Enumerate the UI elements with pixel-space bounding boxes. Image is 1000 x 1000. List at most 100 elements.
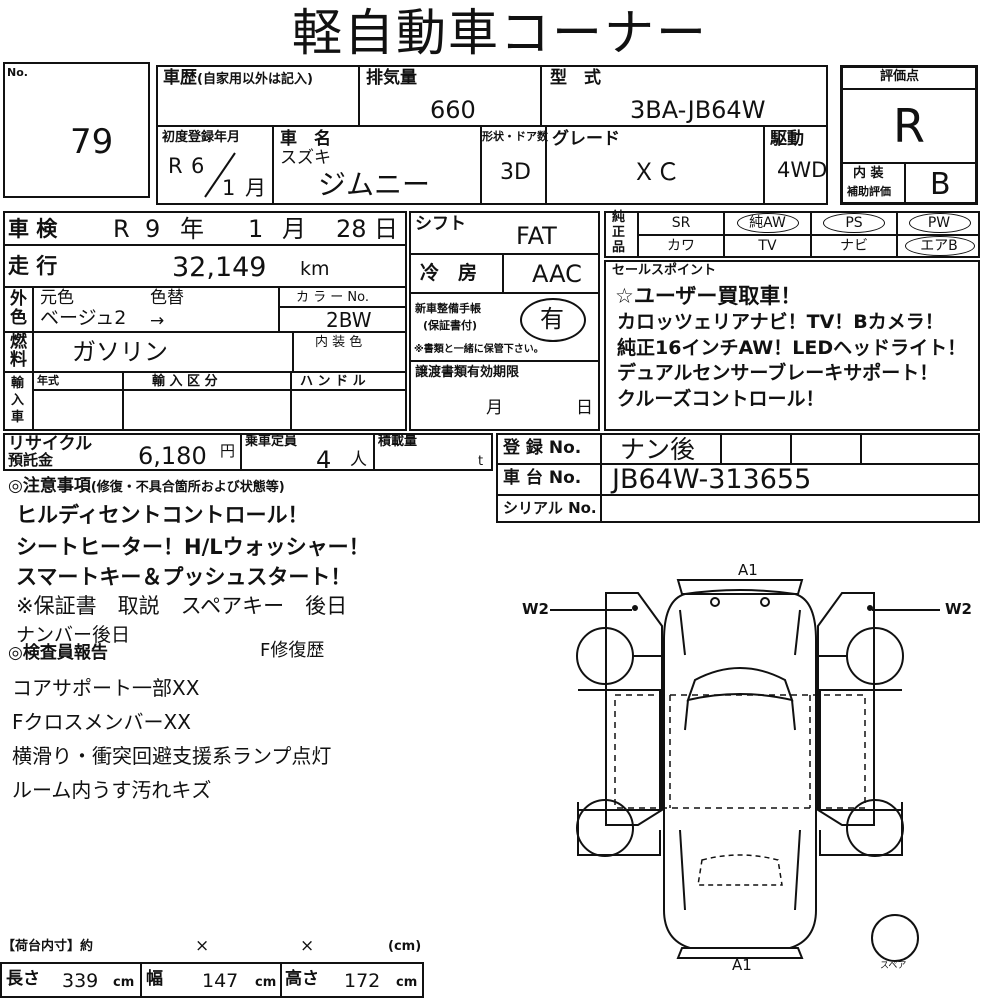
cargo-unit: (cm) xyxy=(388,939,422,954)
top-info-grid xyxy=(156,65,828,205)
load-label: 積載量 xyxy=(378,434,418,449)
color-orig: ベージュ2 xyxy=(40,307,127,329)
diagram-front-label: A1 xyxy=(738,561,758,579)
equip-navi: ナビ xyxy=(840,238,868,254)
import-class-label: 輸 入 区 分 xyxy=(152,374,218,389)
inspection-year: 9 xyxy=(145,215,161,243)
fuel-side-1: 燃 xyxy=(10,332,27,352)
equipment-side-2: 正 xyxy=(612,225,626,240)
equip-aw: 純AW xyxy=(749,215,786,231)
inspector-repair: F修復歴 xyxy=(260,640,325,661)
first-reg-month-unit: 月 xyxy=(245,176,266,200)
lot-label: No. xyxy=(7,66,28,79)
inspection-label: 車 検 xyxy=(8,217,58,241)
color-arrow: → xyxy=(150,311,165,331)
color-orig-label: 元色 xyxy=(40,288,74,308)
notes-label: ◎注意事項(修復・不具合箇所および状態等) xyxy=(8,476,285,496)
color-side-2: 色 xyxy=(10,308,27,328)
equip-ps-oval xyxy=(823,213,885,233)
capacity-value: 4 xyxy=(316,446,332,474)
equip-airbag-oval xyxy=(905,236,975,256)
import-handle-label: ハ ン ド ル xyxy=(300,374,366,389)
serial-label: シリアル No. xyxy=(503,499,597,517)
import-side-3: 車 xyxy=(11,410,25,425)
interior-label-1: 内 装 xyxy=(853,166,884,181)
mileage-label: 走 行 xyxy=(8,254,58,278)
specs-grid xyxy=(3,211,407,431)
cargo-height: 172 xyxy=(344,970,381,992)
equip-kawa: カワ xyxy=(667,238,695,254)
fuel-value: ガソリン xyxy=(72,338,168,366)
import-side-2: 入 xyxy=(11,393,25,408)
equip-pw: PW xyxy=(927,215,951,231)
interior-label-2: 補助評価 xyxy=(847,185,891,198)
body-label: 形状・ドア数 xyxy=(482,130,548,143)
displacement-label: 排気量 xyxy=(366,68,417,88)
registration-grid xyxy=(496,433,980,523)
model-value: 3BA-JB64W xyxy=(630,96,766,124)
recycle-unit: 円 xyxy=(220,442,236,460)
shift-label: シフト xyxy=(415,214,466,234)
lot-number: 79 xyxy=(70,122,114,162)
reg-value: ナン後 xyxy=(620,435,696,464)
cargo-length-label: 長さ xyxy=(6,969,40,989)
note-line: スマートキー＆プッシュスタート！ xyxy=(16,565,352,589)
ac-label: 冷 房 xyxy=(420,262,478,284)
equip-sr: SR xyxy=(671,215,691,231)
inspection-month: 1 xyxy=(248,215,264,243)
spare-label: スペア xyxy=(880,961,907,971)
model-label: 型 式 xyxy=(550,68,601,88)
first-reg-label: 初度登録年月 xyxy=(162,130,241,145)
history-label: 車歴(自家用以外は記入) xyxy=(163,68,313,88)
inspection-day: 28 xyxy=(336,215,367,243)
capacity-unit: 人 xyxy=(350,450,367,470)
cargo-cm: cm xyxy=(396,975,418,990)
grade-label: グレード xyxy=(552,129,620,149)
first-reg-month: 1 xyxy=(222,176,236,200)
shift-ac-grid xyxy=(409,211,600,431)
inspector-line: 横滑り・衝突回避支援系ランプ点灯 xyxy=(12,744,332,768)
warranty-label-1: 新車整備手帳 xyxy=(415,302,481,315)
import-side-1: 輸 xyxy=(11,376,25,391)
car-name-label: 車 名 xyxy=(280,129,331,149)
inspection-month-unit: 月 xyxy=(282,215,306,243)
sales-label: セールスポイント xyxy=(612,263,717,278)
rating-score: R xyxy=(893,99,925,153)
equip-tv: TV xyxy=(758,238,777,254)
recycle-label-2: 預託金 xyxy=(8,451,54,469)
note-line: ナンバー後日 xyxy=(16,624,131,646)
inspection-day-unit: 日 xyxy=(374,215,398,243)
diagram-left-label: W2 xyxy=(522,600,549,618)
displacement-value: 660 xyxy=(430,96,476,124)
inspector-line: FクロスメンバーXX xyxy=(12,710,191,734)
color-code-label: カ ラ ー No. xyxy=(296,290,369,305)
drive-value: 4WD xyxy=(777,158,828,182)
note-line: ヒルディセントコントロール！ xyxy=(16,503,309,527)
cargo-x1: × xyxy=(195,936,210,956)
equip-ps: PS xyxy=(845,215,863,231)
cargo-width-label: 幅 xyxy=(146,969,163,989)
inspector-label: ◎検査員報告 xyxy=(8,643,108,663)
sales-line: ☆ユーザー買取車！ xyxy=(615,284,802,308)
equipment-side-1: 純 xyxy=(612,210,626,225)
cargo-width: 147 xyxy=(202,970,239,992)
mileage-unit: km xyxy=(300,258,330,280)
warranty-note: ※書類と一緒に保管下さい。 xyxy=(414,344,544,355)
color-code: 2BW xyxy=(326,308,372,332)
car-name: ジムニー xyxy=(318,168,431,201)
capacity-label: 乗車定員 xyxy=(245,434,298,449)
body-value: 3D xyxy=(500,160,531,185)
equip-airbag: エアB xyxy=(920,238,958,254)
cargo-length: 339 xyxy=(62,970,99,992)
cargo-cm: cm xyxy=(255,975,277,990)
warranty-oval xyxy=(520,298,586,342)
cargo-cm: cm xyxy=(113,975,135,990)
inspection-era: R xyxy=(113,215,130,243)
equip-aw-oval xyxy=(737,213,799,233)
equip-pw-oval xyxy=(909,213,971,233)
car-damage-diagram xyxy=(550,579,940,962)
warranty-label-2: (保証書付) xyxy=(423,319,478,332)
fuel-side-2: 料 xyxy=(10,350,27,370)
recycle-label-1: リサイクル xyxy=(8,434,93,454)
inspection-year-unit: 年 xyxy=(180,215,204,243)
